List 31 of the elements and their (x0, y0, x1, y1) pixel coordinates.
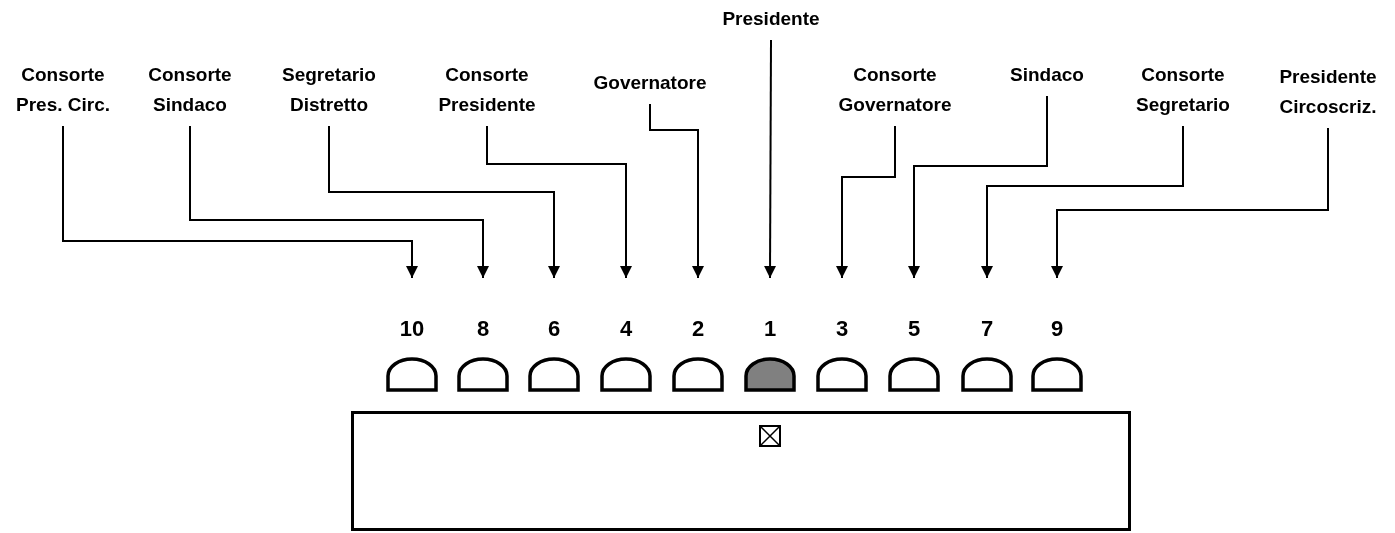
role-label: Presidente (706, 4, 836, 40)
role-label: Consorte Governatore (831, 60, 959, 126)
role-label: Consorte Pres. Circ. (4, 60, 122, 126)
role-label: Presidente Circoscriz. (1269, 62, 1387, 128)
arrow (836, 125, 896, 279)
arrow (981, 125, 1184, 279)
seat-number: 7 (979, 316, 995, 342)
role-label: Consorte Segretario (1127, 60, 1239, 126)
seat-number: 8 (475, 316, 491, 342)
seat-number: 1 (762, 316, 778, 342)
arrow (1051, 127, 1329, 279)
arrow (62, 125, 418, 279)
arrow (189, 125, 489, 279)
table-box (351, 411, 1131, 531)
arrow (764, 39, 777, 279)
arrow (908, 95, 1048, 279)
role-label: Consorte Sindaco (140, 60, 240, 126)
role-label: Segretario Distretto (273, 60, 385, 126)
role-label: Governatore (585, 68, 715, 104)
role-label: Consorte Presidente (431, 60, 543, 126)
role-label: Sindaco (1002, 60, 1092, 96)
seat-number: 4 (618, 316, 634, 342)
arrow (328, 125, 560, 279)
seat-number: 3 (834, 316, 850, 342)
seat-number: 6 (546, 316, 562, 342)
seat-number: 9 (1049, 316, 1065, 342)
arrow (649, 103, 704, 279)
arrow (486, 125, 632, 279)
seat-number: 5 (906, 316, 922, 342)
seat-number: 10 (398, 316, 426, 342)
seat-number: 2 (690, 316, 706, 342)
